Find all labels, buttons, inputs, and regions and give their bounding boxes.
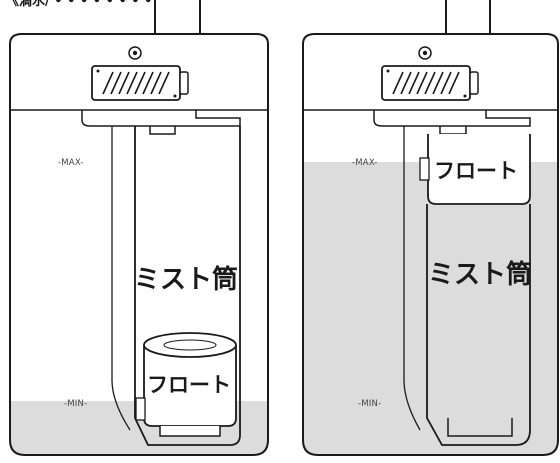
spout [154, 0, 201, 35]
mist-tube-inner-wall [403, 126, 421, 431]
vent-grille-icon [381, 65, 479, 101]
max-label-right: -MAX- [352, 158, 378, 168]
mist-tube-outline [134, 126, 241, 446]
float [419, 134, 531, 205]
float-label-left: フロート [147, 373, 231, 397]
mist-tube-outline [426, 204, 531, 446]
tank-body [9, 33, 269, 456]
tube-label-right: ミスト筒 [428, 259, 532, 290]
float [135, 332, 237, 437]
min-label-right: -MIN- [358, 399, 381, 409]
max-label-left: -MAX- [58, 158, 84, 168]
mist-tube-notch [447, 418, 513, 437]
inner-ledge [373, 110, 531, 135]
min-label-left: -MIN- [64, 399, 87, 409]
tank-panel-left: -MAX- -MIN- ミスト筒 フロート [9, 0, 269, 456]
mist-tube-fill [427, 150, 530, 445]
header-fragment: 《満水/ • • • • • • • • 》 [6, 0, 170, 9]
inner-ledge [81, 110, 241, 135]
tank-panel-right: -MAX- -MIN- ミスト筒 フロート [302, 0, 559, 456]
tank-body [302, 33, 559, 456]
mist-tube-inner-wall [111, 126, 131, 431]
spout [445, 0, 491, 35]
screw-icon [128, 46, 142, 60]
tube-label-left: ミスト筒 [134, 264, 238, 295]
vent-grille-icon [91, 65, 189, 101]
float-label-right: フロート [434, 159, 518, 183]
screw-icon [418, 46, 432, 60]
